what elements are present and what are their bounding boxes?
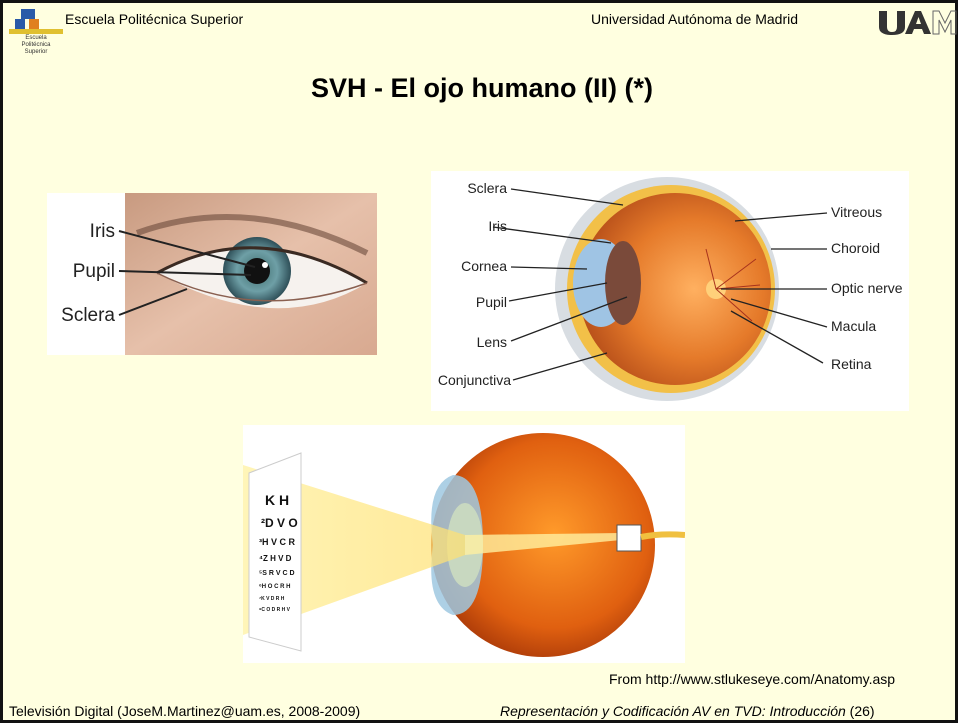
chart-row-1: K H [265,492,289,508]
header-university: Universidad Autónoma de Madrid [591,11,798,27]
eps-logo-line2: Politécnica [21,42,51,49]
label-choroid: Choroid [831,240,880,256]
eps-logo-mark [7,7,65,37]
label-sclera-anat: Sclera [467,180,507,196]
eye-anatomy-figure: Sclera Iris Cornea Pupil Lens Conjunctiv… [431,171,909,411]
footer-page-number: (26) [846,703,875,719]
label-lens: Lens [477,334,507,350]
header-school: Escuela Politécnica Superior [65,11,243,27]
eps-logo: Escuela Politécnica Superior [7,7,65,65]
label-vitreous: Vitreous [831,204,882,220]
chart-row-2: ²D V O [261,516,298,530]
label-cornea: Cornea [461,258,507,274]
eye-photo-figure: Iris Pupil Sclera [47,193,377,355]
chart-row-5: ⁵S R V C D [259,570,295,577]
label-conjunctiva: Conjunctiva [438,372,511,388]
eps-logo-line1: Escuela [21,35,51,42]
footer-subject-title: Representación y Codificación AV en TVD:… [500,703,846,719]
chart-row-6: ⁶H O C R H [259,584,290,590]
label-pupil-anat: Pupil [476,294,507,310]
label-sclera: Sclera [61,305,115,326]
label-optic-nerve: Optic nerve [831,280,903,296]
label-iris-anat: Iris [488,218,507,234]
footer-subject: Representación y Codificación AV en TVD:… [500,703,875,719]
chart-row-8: ⁸C O D R H V [259,607,291,613]
image-credit: From http://www.stlukeseye.com/Anatomy.a… [609,671,895,687]
label-macula: Macula [831,318,876,334]
eps-logo-line3: Superior [21,49,51,56]
eye-chart-figure: K H ²D V O ³H V C R ⁴Z H V D ⁵S R V C D … [243,425,685,663]
label-iris: Iris [90,221,115,242]
uam-logo [877,9,957,35]
label-retina: Retina [831,356,872,372]
chart-row-7: ⁷K V D R H [259,596,285,602]
footer-course: Televisión Digital (JoseM.Martinez@uam.e… [9,703,360,719]
chart-row-3: ³H V C R [259,537,296,547]
label-pupil: Pupil [73,261,115,282]
slide-title: SVH - El ojo humano (II) (*) [3,73,958,104]
chart-row-4: ⁴Z H V D [259,554,292,563]
